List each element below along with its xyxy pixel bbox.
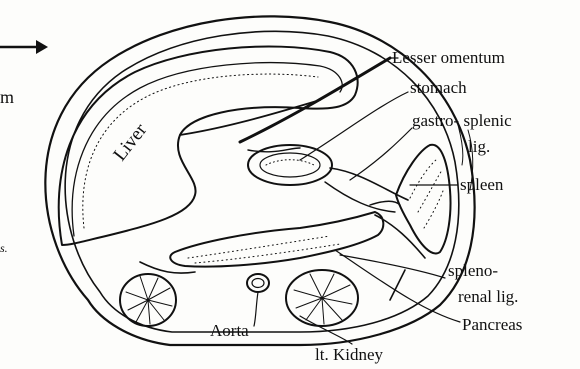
label-aorta: Aorta — [210, 321, 249, 340]
label-partial-m: m — [0, 87, 14, 107]
right-kidney — [120, 274, 176, 326]
label-partial-s: s. — [0, 241, 8, 255]
label-left-kidney: lt. Kidney — [315, 345, 383, 364]
liver — [59, 46, 358, 245]
left-arrow — [0, 40, 48, 54]
label-gastro-splenic-2: lig. — [468, 137, 490, 156]
label-spleno-renal-1: spleno- — [448, 261, 498, 280]
label-spleen: spleen — [460, 175, 504, 194]
label-pancreas: Pancreas — [462, 315, 522, 334]
pancreas — [170, 212, 383, 267]
label-gastro-splenic-1: gastro- splenic — [412, 111, 512, 130]
label-lesser-omentum: Lesser omentum — [392, 48, 505, 67]
label-liver: Liver — [109, 119, 151, 165]
label-spleno-renal-2: renal lig. — [458, 287, 518, 306]
aorta — [247, 274, 269, 292]
lesser-omentum — [240, 58, 390, 142]
label-stomach: stomach — [410, 78, 467, 97]
left-kidney — [286, 270, 358, 326]
